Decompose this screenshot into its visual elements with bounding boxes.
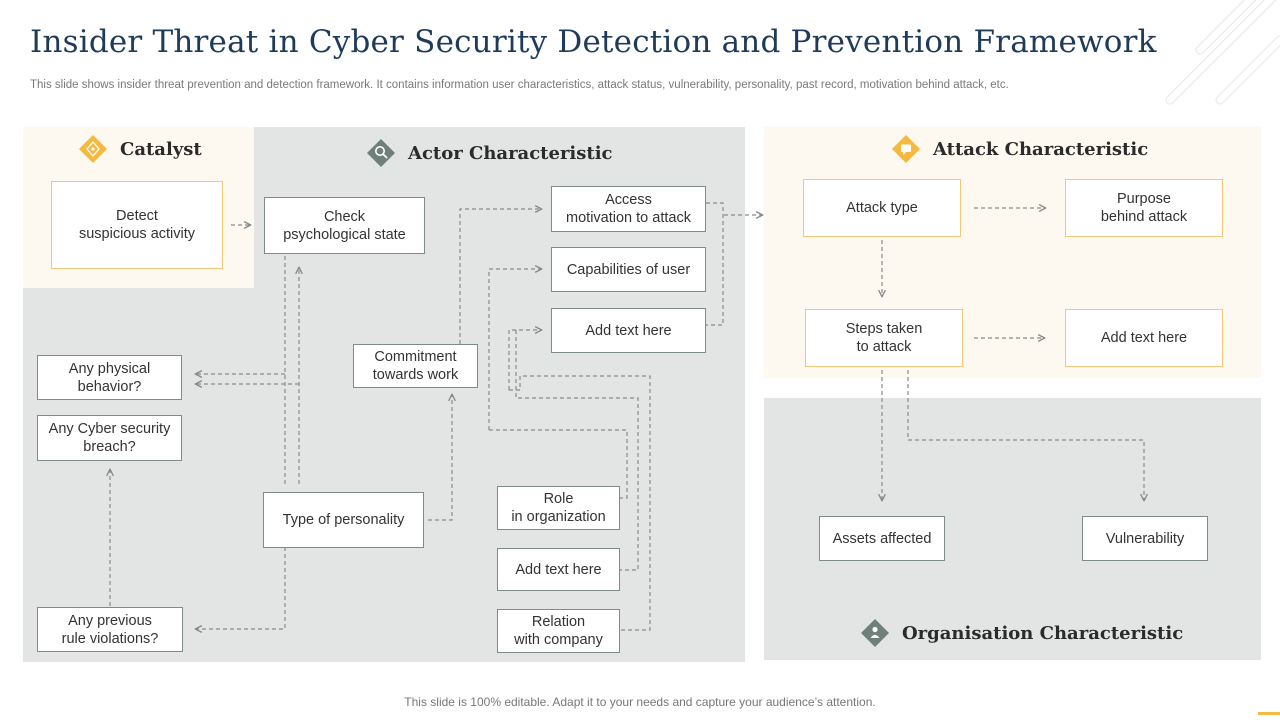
node-check-psychological-state: Check psychological state [264,197,425,254]
node-any-previous-rule-violations: Any previous rule violations? [37,607,183,652]
page-subtitle: This slide shows insider threat preventi… [30,79,1009,91]
actor-title: Actor Characteristic [408,142,613,164]
decorative-lines [1165,0,1280,105]
org-title: Organisation Characteristic [902,622,1184,644]
arrow-commitment-to-access [459,209,541,344]
message-diamond-icon [892,135,920,163]
attack-title: Attack Characteristic [933,138,1149,160]
hazard-diamond-icon [79,135,107,163]
arrow-role-to-capabilities [488,269,541,430]
node-attack-type: Attack type [803,179,961,237]
page-title: Insider Threat in Cyber Security Detecti… [30,24,1157,60]
node-any-physical-behavior: Any physical behavior? [37,355,182,400]
corner-accent [1258,712,1280,715]
arrow-relation-to-addtext [508,330,541,390]
arrow-personality-to-commitment [428,395,452,521]
people-diamond-icon [861,619,889,647]
node-access-motivation: Access motivation to attack [551,186,706,232]
node-role-in-organization: Role in organization [497,486,620,530]
arrow-personality-to-violations [196,547,286,629]
node-any-cyber-security-breach: Any Cyber security breach? [37,415,182,461]
catalyst-title: Catalyst [120,138,202,160]
search-diamond-icon [367,139,395,167]
node-detect-suspicious-activity: Detect suspicious activity [51,181,223,269]
node-steps-taken-to-attack: Steps taken to attack [805,309,963,367]
org-header: Organisation Characteristic [860,618,1183,648]
node-relation-with-company: Relation with company [497,609,620,653]
footer-note: This slide is 100% editable. Adapt it to… [404,695,876,709]
node-assets-affected: Assets affected [819,516,945,561]
arrow-steps-to-vulnerability [907,370,1144,500]
node-add-text-attack: Add text here [1065,309,1223,367]
node-commitment-towards-work: Commitment towards work [353,344,478,388]
line-role-connector [489,429,628,499]
node-vulnerability: Vulnerability [1082,516,1208,561]
node-purpose-behind-attack: Purpose behind attack [1065,179,1223,237]
line-addtext-connector [515,330,639,571]
catalyst-header: Catalyst [78,134,202,164]
node-type-of-personality: Type of personality [263,492,424,548]
arrow-personality-to-physical-1 [196,255,286,484]
node-add-text-actor: Add text here [551,308,706,353]
line-relation-connector [509,375,651,631]
node-add-text-role: Add text here [497,548,620,591]
bracket-actor-right [706,202,724,326]
actor-header: Actor Characteristic [366,138,613,168]
node-capabilities-of-user: Capabilities of user [551,247,706,292]
attack-header: Attack Characteristic [891,134,1148,164]
